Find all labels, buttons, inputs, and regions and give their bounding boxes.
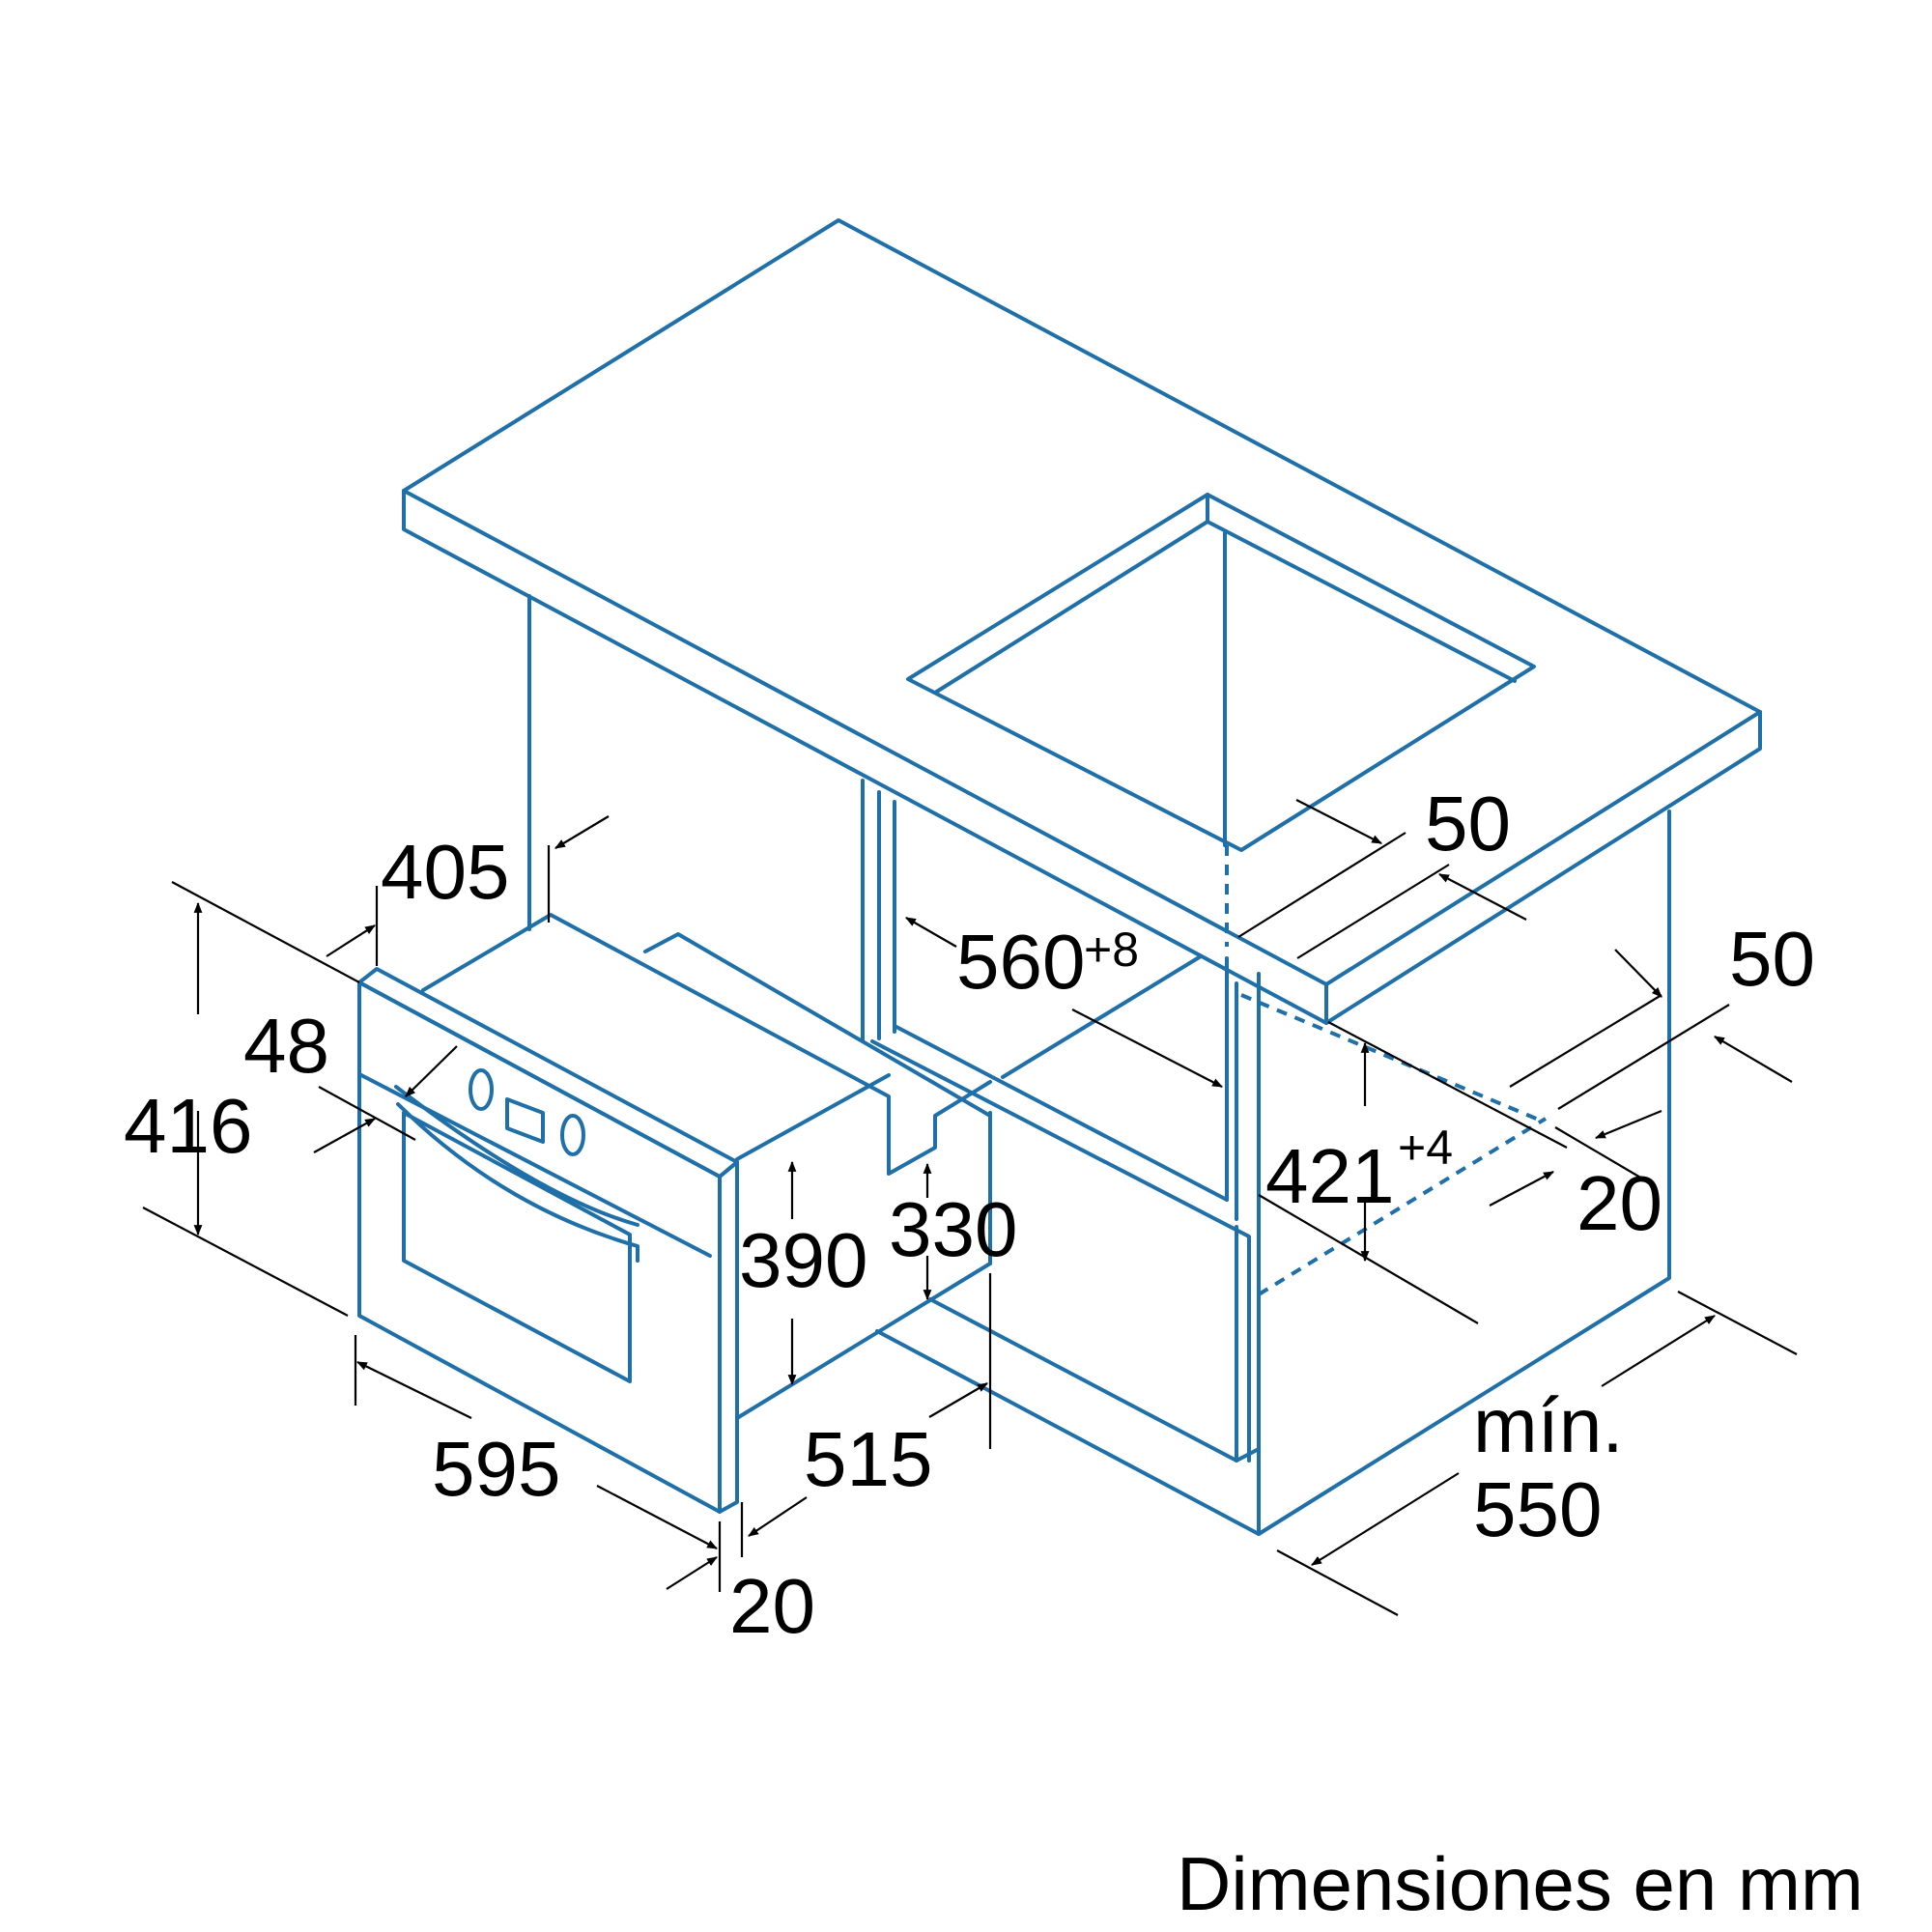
dimension-labels: 405 416 48 595 20 390 330 515 560 +8 421…	[124, 781, 1815, 1649]
label-niche-height: 421	[1265, 1133, 1394, 1219]
label-niche-width: 560	[956, 919, 1085, 1005]
label-front-offset: 48	[243, 1003, 329, 1089]
cooktop-cutout	[906, 493, 1536, 852]
worktop	[402, 218, 1762, 1025]
label-oven-height: 416	[124, 1083, 252, 1169]
dimension-lines	[142, 799, 1798, 1616]
oven	[357, 913, 992, 1514]
label-top-gap: 20	[1577, 1160, 1662, 1246]
label-body-depth: 515	[804, 1416, 932, 1502]
cabinet	[527, 594, 1671, 1536]
label-oven-depth: 405	[381, 829, 509, 915]
label-niche-width-tolerance: +8	[1084, 923, 1139, 977]
units-caption: Dimensiones en mm	[1177, 1841, 1863, 1926]
label-side-gap: 50	[1729, 916, 1815, 1002]
label-front-thickness: 20	[729, 1563, 815, 1649]
label-niche-height-tolerance: +4	[1398, 1121, 1453, 1175]
label-min-depth-value: 550	[1473, 1466, 1602, 1552]
label-rear-height: 330	[889, 1186, 1017, 1272]
label-rear-gap: 50	[1425, 781, 1511, 867]
label-min-depth-prefix: mín.	[1473, 1382, 1624, 1468]
hidden-edges	[1225, 845, 1548, 1296]
label-body-height: 390	[739, 1217, 867, 1303]
label-oven-width: 595	[432, 1426, 560, 1512]
